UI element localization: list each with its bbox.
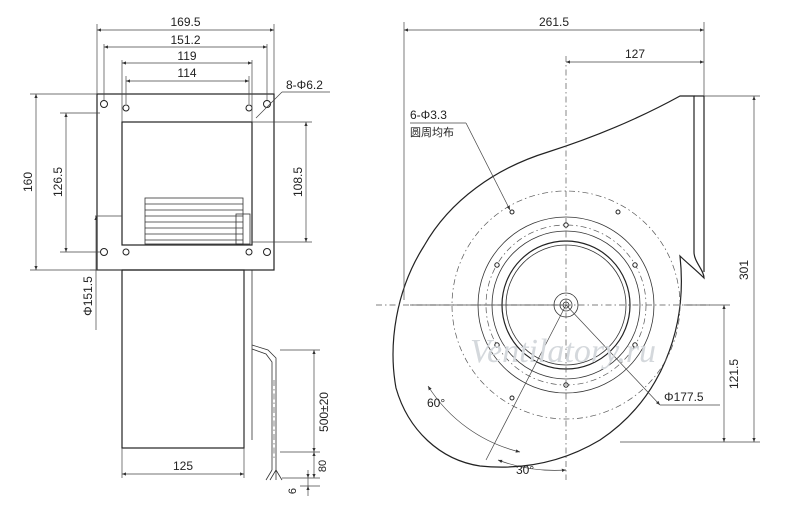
front-view: 169.5 151.2 119 114 8-Φ6.2 160 126.5 108… bbox=[21, 15, 331, 496]
angle-30: 30° bbox=[516, 463, 534, 477]
dim-center-height: 121.5 bbox=[727, 359, 741, 389]
front-impeller bbox=[144, 197, 251, 245]
flange-hole bbox=[100, 248, 108, 256]
mount-hole bbox=[632, 342, 638, 348]
flange-hole bbox=[245, 248, 253, 256]
side-view: 60° 30° 261.5 127 6-Φ3.3 圆周均布 301 121.5 … bbox=[376, 15, 760, 480]
flange-hole bbox=[263, 100, 271, 108]
mount-hole bbox=[632, 262, 638, 268]
watermark: Ventilatory.ru bbox=[470, 333, 656, 370]
front-motor-body bbox=[121, 269, 245, 449]
callout-mount-holes-note: 圆周均布 bbox=[410, 126, 454, 139]
mount-hole bbox=[615, 209, 621, 215]
flange-hole bbox=[122, 104, 130, 112]
scroll-housing bbox=[392, 95, 705, 468]
mount-hole bbox=[509, 395, 515, 401]
callout-bolt-circle: Φ177.5 bbox=[664, 390, 704, 404]
dim-hole-height: 126.5 bbox=[51, 167, 65, 197]
dim-side-overall-height: 301 bbox=[737, 260, 751, 280]
mount-hole bbox=[494, 262, 500, 268]
callout-flange-holes: 8-Φ6.2 bbox=[286, 78, 323, 92]
lead-wires bbox=[251, 344, 283, 481]
dim-inner-width: 119 bbox=[177, 49, 196, 63]
dim-overall-width: 169.5 bbox=[170, 15, 200, 29]
dim-strip-length: 80 bbox=[317, 460, 329, 472]
dim-body-width: 125 bbox=[173, 459, 193, 473]
callout-mount-holes: 6-Φ3.3 bbox=[410, 108, 447, 122]
flange-hole bbox=[263, 248, 271, 256]
dim-outlet-height: 108.5 bbox=[291, 167, 305, 197]
dim-overall-height: 160 bbox=[21, 172, 35, 192]
dim-tin-length: 6 bbox=[287, 488, 299, 494]
dim-outlet-width: 114 bbox=[177, 66, 196, 80]
dim-outlet-offset: 127 bbox=[625, 47, 645, 61]
dim-flange-hole-span: 151.2 bbox=[170, 33, 200, 47]
dim-lead-length: 500±20 bbox=[317, 392, 331, 432]
mount-hole bbox=[509, 209, 515, 215]
flange-hole bbox=[245, 104, 253, 112]
angle-60: 60° bbox=[427, 396, 445, 410]
flange-hole bbox=[122, 248, 130, 256]
dim-side-overall-width: 261.5 bbox=[539, 15, 569, 29]
dim-diameter: Φ151.5 bbox=[81, 276, 95, 316]
mount-hole bbox=[494, 342, 500, 348]
flange-hole bbox=[100, 100, 108, 108]
front-outlet-opening bbox=[121, 121, 253, 246]
